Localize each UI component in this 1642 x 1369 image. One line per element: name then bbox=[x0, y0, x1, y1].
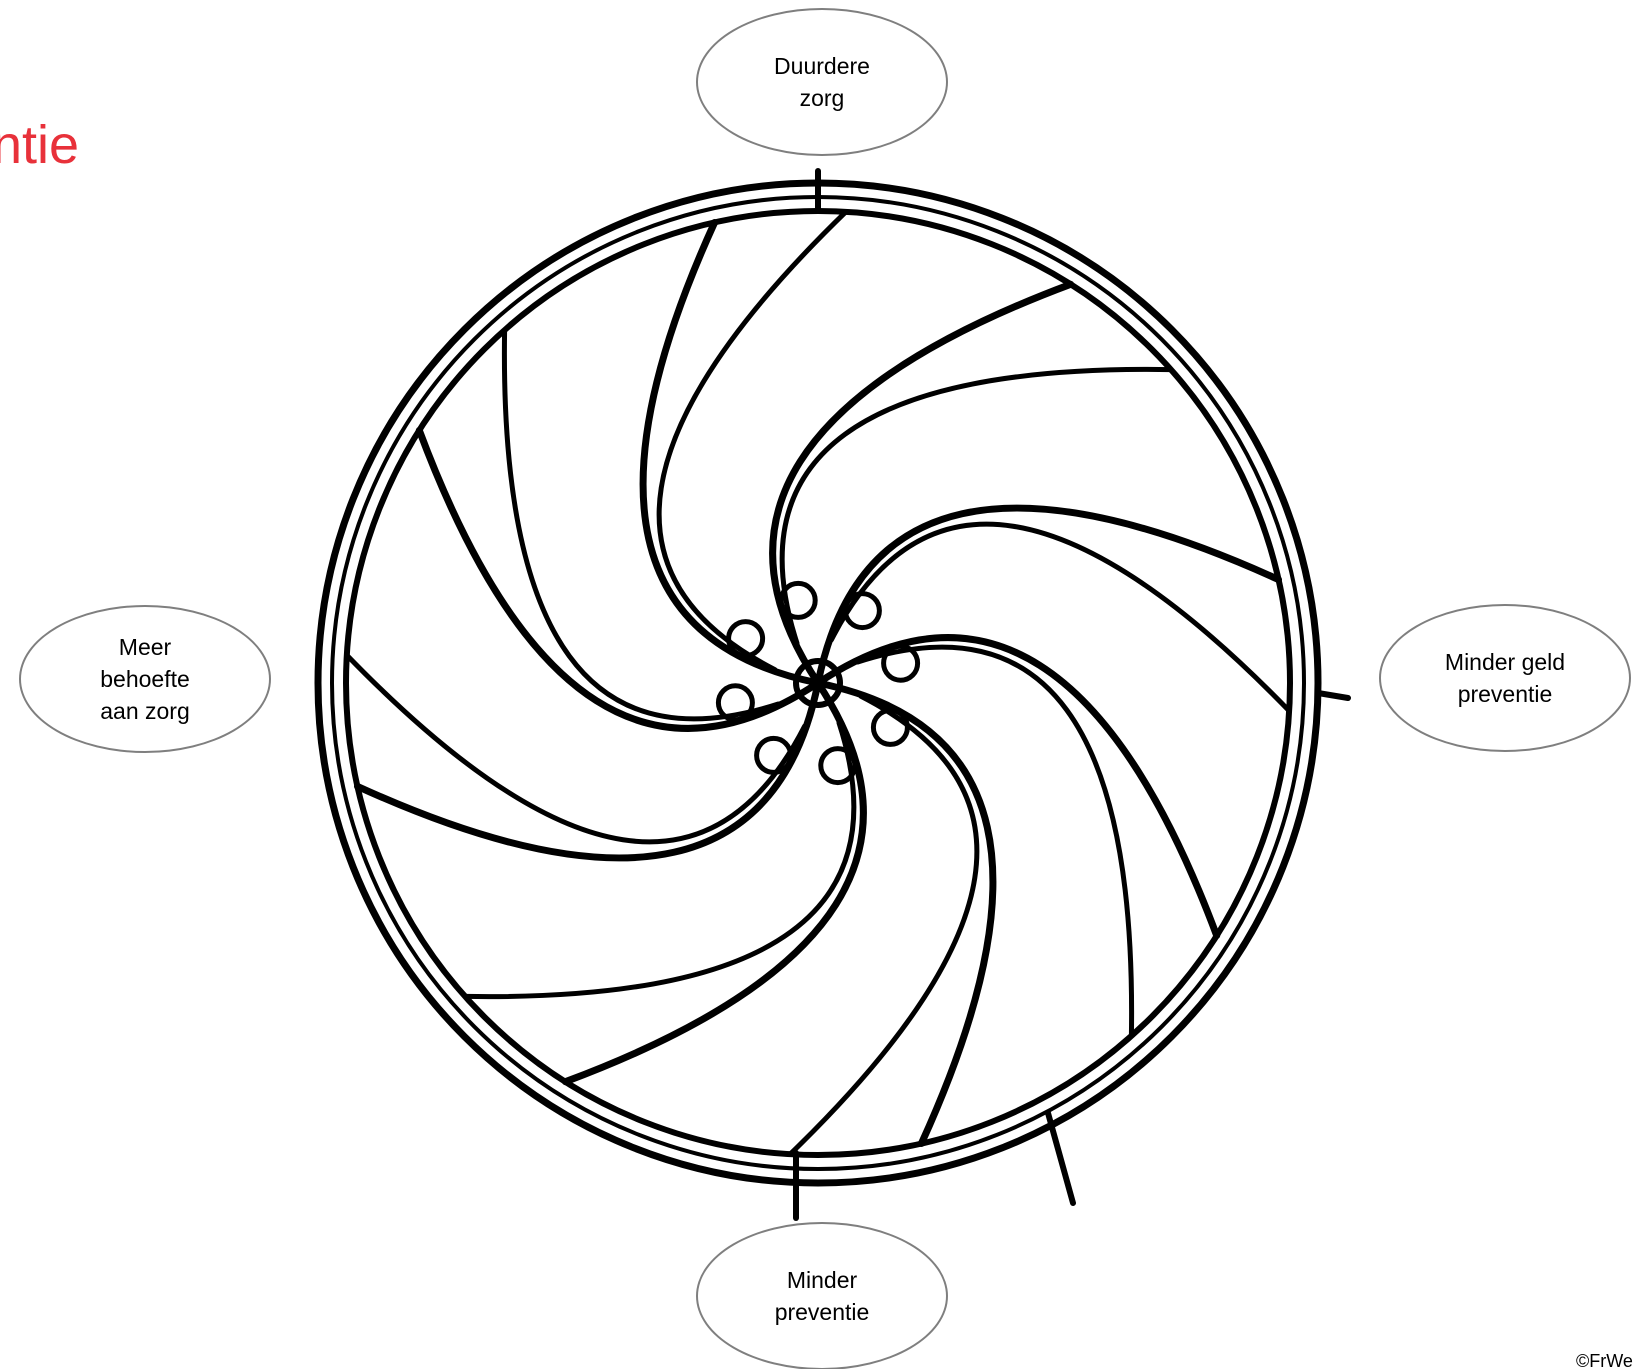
spiral-spoke bbox=[565, 683, 863, 1082]
cycle-node-top: Duurdere zorg bbox=[696, 8, 948, 156]
copyright-notice: ©FrWe bbox=[1576, 1351, 1633, 1369]
cycle-node-bottom-label: Minder preventie bbox=[775, 1264, 870, 1328]
spiral-spoke bbox=[419, 430, 818, 728]
right-axle-mark bbox=[1318, 693, 1348, 698]
hub-dot bbox=[809, 674, 827, 692]
cycle-node-left: Meer behoefte aan zorg bbox=[19, 605, 271, 753]
cycle-node-right-label: Minder geld preventie bbox=[1445, 646, 1565, 710]
cycle-node-right: Minder geld preventie bbox=[1379, 604, 1631, 752]
cycle-node-left-label: Meer behoefte aan zorg bbox=[100, 631, 190, 727]
lower-right-axle-mark bbox=[1048, 1113, 1073, 1203]
cycle-node-bottom: Minder preventie bbox=[696, 1222, 948, 1369]
cycle-node-top-label: Duurdere zorg bbox=[774, 50, 870, 114]
spiral-spoke bbox=[773, 284, 1071, 683]
spiral-spoke bbox=[818, 638, 1217, 936]
